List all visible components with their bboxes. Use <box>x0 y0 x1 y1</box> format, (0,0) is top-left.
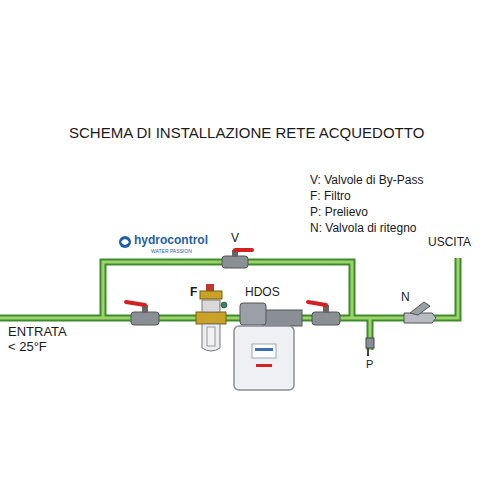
logo-icon <box>119 236 131 248</box>
pipes <box>0 258 458 350</box>
legend-line: F: Filtro <box>310 190 351 204</box>
sampling-tap <box>366 338 374 356</box>
check-valve-tag: N <box>401 291 410 305</box>
outlet-label: USCITA <box>428 236 471 250</box>
brand-tagline: WATER PASSION <box>151 249 192 255</box>
inlet-label: ENTRATA < 25°F <box>8 325 71 355</box>
bypass-valve <box>222 250 252 268</box>
outlet-valve <box>308 302 340 325</box>
filter-tag: F <box>190 286 197 300</box>
inlet-valve <box>126 302 159 325</box>
tap-tag: P <box>366 358 373 371</box>
valve-tag: V <box>231 232 239 246</box>
diagram-title: SCHEMA DI INSTALLAZIONE RETE ACQUEDOTTO <box>69 124 424 141</box>
filter <box>196 284 227 351</box>
hdos-dosing-unit <box>234 303 302 390</box>
unit-name: HDOS <box>245 286 280 300</box>
legend-line: N: Valvola di ritegno <box>310 222 417 236</box>
brand-logo: hydrocontrol <box>134 234 208 248</box>
check-valve <box>404 302 436 323</box>
legend-line: P: Prelievo <box>310 206 368 220</box>
legend-line: V: Valvole di By-Pass <box>310 174 423 188</box>
